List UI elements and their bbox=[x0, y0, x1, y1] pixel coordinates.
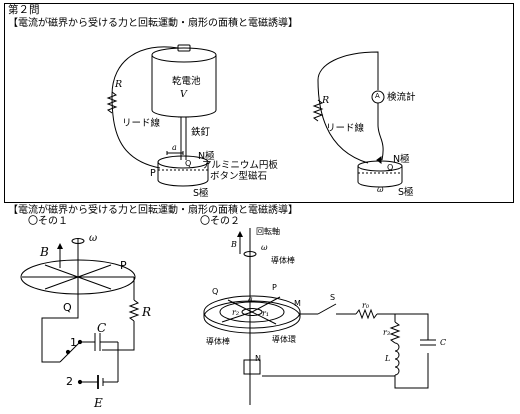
part1-R-label: R bbox=[142, 305, 152, 319]
fig1-battery-label: 乾電池 bbox=[172, 76, 201, 87]
fig1-Q-label: Q bbox=[185, 159, 192, 168]
fig1-a-label: a bbox=[172, 143, 177, 152]
part1-title: 〇その１ bbox=[28, 216, 68, 227]
fig1-magnet-label: ボタン型磁石 bbox=[210, 171, 268, 182]
part2-r2-label: r₂ bbox=[232, 308, 240, 317]
part2-rods bbox=[221, 296, 281, 325]
part2-Q-label: Q bbox=[212, 287, 219, 296]
part2-a-label: a bbox=[248, 295, 253, 304]
part2-r3-label: r₃ bbox=[383, 328, 391, 337]
fig1-P-label: P bbox=[150, 168, 156, 179]
part1-E-label: E bbox=[94, 396, 103, 410]
part2-ring-label: 導体環 bbox=[272, 335, 296, 344]
part2-inductor bbox=[394, 342, 400, 376]
part2-r1-label: r₁ bbox=[262, 309, 270, 318]
part2-title: 〇その２ bbox=[200, 216, 240, 227]
part1-1-label: 1 bbox=[70, 336, 77, 349]
top-figure-frame bbox=[4, 3, 514, 203]
part1-B-label: B bbox=[40, 245, 49, 259]
topic-heading-repeat: 【電流が磁界から受ける力と回転運動・扇形の面積と電磁誘導】 bbox=[8, 205, 298, 216]
fig1-magnet bbox=[157, 155, 209, 187]
part2-axis-label: 回転軸 bbox=[256, 227, 280, 236]
topic-heading: 【電流が磁界から受ける力と回転運動・扇形の面積と電磁誘導】 bbox=[8, 18, 298, 29]
part2-switch bbox=[317, 303, 337, 315]
part2-S-label: S bbox=[330, 293, 336, 302]
fig2-N-label: N極 bbox=[393, 154, 410, 165]
fig1-S-label: S極 bbox=[193, 188, 209, 199]
part1-C-label: C bbox=[97, 321, 107, 335]
fig1-lead-label: リード線 bbox=[122, 118, 161, 129]
fig2-R-label: R bbox=[322, 95, 330, 106]
part2-rod-label: 導体棒 bbox=[271, 256, 295, 265]
fig1-battery bbox=[151, 44, 217, 118]
part2-M-label: M bbox=[294, 299, 301, 308]
part2-omega-label: ω bbox=[261, 243, 268, 252]
fig2-S-label: S極 bbox=[398, 187, 414, 198]
part2-C-label: C bbox=[440, 338, 447, 347]
fig2-Q-label: Q bbox=[387, 163, 394, 172]
part2-r0-label: r₀ bbox=[362, 301, 370, 310]
fig1-disk-label: アルミニウム円板 bbox=[202, 160, 278, 171]
part1-switch bbox=[59, 342, 80, 363]
part1-disk bbox=[20, 259, 136, 295]
part1-2-label: 2 bbox=[66, 375, 73, 388]
part2-L-label: L bbox=[385, 354, 391, 363]
fig2-lead-wire bbox=[317, 51, 379, 164]
part1-P-label: P bbox=[120, 259, 127, 272]
fig2-meter-label: 検流計 bbox=[387, 92, 416, 103]
fig2-A-label: A bbox=[375, 92, 380, 100]
fig1-lead-wire bbox=[111, 46, 179, 169]
fig2-lead-label: リード線 bbox=[326, 123, 365, 134]
fig1-nail-label: 鉄釘 bbox=[191, 127, 211, 138]
part2-rod2-label: 導体棒 bbox=[206, 337, 230, 346]
fig2-omega-label: ω bbox=[377, 185, 384, 194]
part2-P-label: P bbox=[272, 283, 277, 292]
fig1-resistor bbox=[106, 91, 118, 114]
fig1-N-label: N極 bbox=[198, 151, 215, 162]
fig2-resistor bbox=[312, 99, 324, 122]
part2-magnet bbox=[243, 359, 261, 375]
part1-resistor bbox=[128, 299, 140, 322]
fig1-V-label: V bbox=[180, 89, 187, 100]
part1-omega-label: ω bbox=[89, 233, 98, 244]
problem-number: 第２問 bbox=[8, 4, 40, 16]
part2-B-label: B bbox=[231, 240, 237, 249]
part2-resistor-r0 bbox=[355, 308, 378, 320]
fig1-R-label: R bbox=[115, 79, 123, 90]
part1-Q-label: Q bbox=[63, 301, 72, 314]
part2-N-label: N bbox=[255, 354, 261, 363]
part2-resistor-r3 bbox=[389, 321, 401, 344]
part2-ring bbox=[203, 295, 301, 334]
